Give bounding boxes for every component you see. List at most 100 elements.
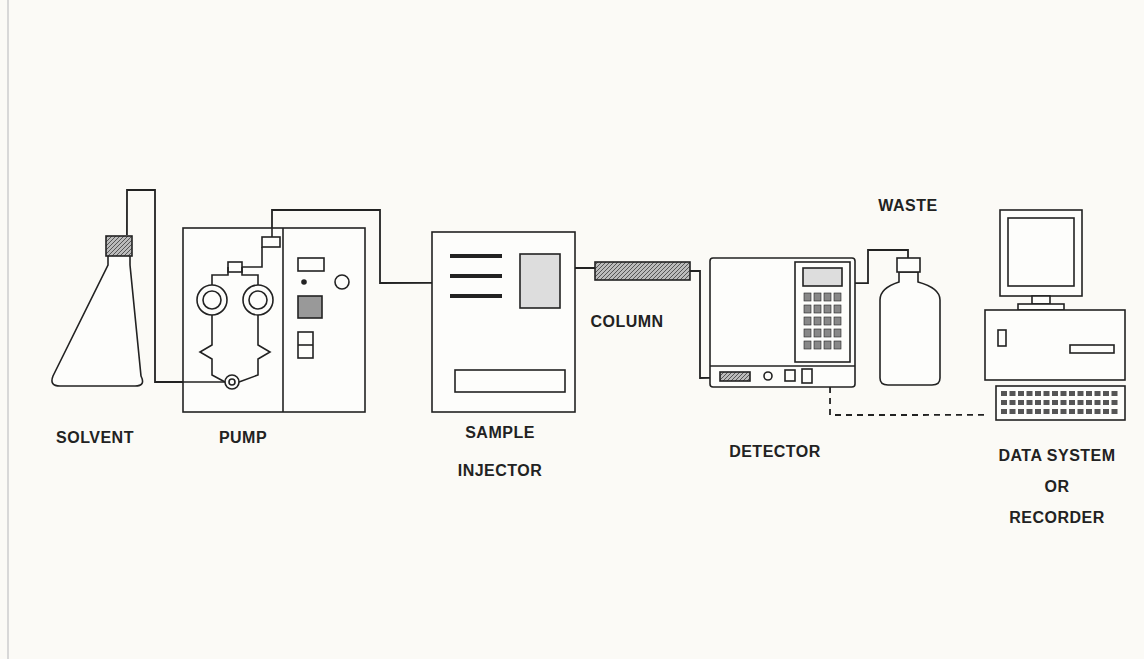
injector-tray: [455, 370, 565, 392]
flask-stopper: [106, 236, 132, 256]
keyboard-key: [1095, 409, 1101, 414]
monitor: [1000, 210, 1082, 296]
solvent-tubing: [272, 210, 432, 283]
keyboard-key: [1112, 391, 1118, 396]
waste-cap: [897, 258, 920, 272]
component-label: SOLVENT: [56, 428, 134, 448]
flask-body: [52, 237, 143, 386]
keypad-key: [834, 329, 841, 337]
pump-tubing: [212, 267, 258, 285]
detector-base-line: [710, 365, 855, 367]
detector-screen: [803, 268, 842, 286]
monitor-stand: [1032, 296, 1050, 304]
solvent-flask: SOLVENT: [50, 235, 145, 387]
pulse-damper: [262, 237, 280, 247]
waste-drawing: [880, 258, 940, 385]
detector-led: [764, 372, 772, 380]
component-label: WASTE: [878, 196, 937, 216]
solvent-tubing: [855, 250, 908, 283]
keyboard-key: [1010, 400, 1016, 405]
keyboard: [996, 386, 1125, 420]
keyboard-key: [1018, 391, 1024, 396]
solvent-tubing: [127, 190, 183, 382]
column: COLUMN: [595, 262, 690, 280]
keyboard-key: [1061, 391, 1067, 396]
pump-head-inner: [249, 291, 267, 309]
pump-head-inner: [203, 291, 221, 309]
keyboard-key: [1035, 409, 1041, 414]
inlet-valve-core: [229, 379, 235, 385]
pump-tubing: [200, 315, 270, 382]
page-edge: [7, 0, 9, 659]
keyboard-key: [1001, 391, 1007, 396]
keypad-key: [804, 317, 811, 325]
inlet-valve: [225, 375, 239, 389]
keyboard-key: [1044, 400, 1050, 405]
pump-head: [243, 285, 273, 315]
injector-case: [432, 232, 575, 412]
pump-inlet: [183, 381, 225, 383]
keypad-key: [814, 329, 821, 337]
injector-slot: [450, 294, 502, 298]
keypad-key: [814, 305, 821, 313]
keyboard-key: [1103, 391, 1109, 396]
waste-bottle: WASTE: [880, 258, 940, 385]
keypad-key: [834, 341, 841, 349]
keyboard-key: [1086, 400, 1092, 405]
keypad-key: [824, 317, 831, 325]
disk-slot: [1070, 345, 1114, 353]
keypad-key: [814, 293, 821, 301]
keypad-key: [804, 341, 811, 349]
keyboard-key: [1018, 400, 1024, 405]
pump-knob: [335, 275, 349, 289]
component-label: COLUMN: [590, 312, 663, 332]
pump-drawing: [183, 228, 365, 412]
keypad-key: [804, 293, 811, 301]
monitor-screen: [1008, 218, 1074, 286]
pump-switch: [298, 332, 313, 358]
column-tube: [595, 262, 690, 280]
solvent-tubing: [575, 267, 595, 269]
component-label: DATA SYSTEM OR RECORDER: [995, 440, 1120, 533]
solvent-tubing: [690, 271, 710, 378]
pump-unit: PUMP: [183, 228, 365, 412]
pump-switch-line: [298, 344, 313, 346]
component-label: PUMP: [219, 428, 267, 448]
detector-vent: [720, 372, 750, 381]
computer-drawing: [985, 210, 1125, 420]
detector-case: [710, 258, 855, 387]
keyboard-key: [1010, 391, 1016, 396]
detector-panel: [795, 262, 850, 362]
keyboard-key: [1018, 409, 1024, 414]
pump-divider: [282, 228, 284, 412]
keyboard-key: [1086, 409, 1092, 414]
keyboard-key: [1103, 409, 1109, 414]
keyboard-key: [1001, 400, 1007, 405]
keyboard-key: [1027, 409, 1033, 414]
pump-tubing: [271, 228, 273, 237]
keyboard-key: [1001, 409, 1007, 414]
pump-button: [298, 296, 322, 318]
keyboard-keys: [1001, 391, 1118, 414]
keypad-key: [834, 305, 841, 313]
keyboard-key: [1078, 400, 1084, 405]
keyboard-key: [1069, 409, 1075, 414]
keypad-key: [804, 305, 811, 313]
injector-drawing: [432, 232, 575, 412]
keypad-key: [814, 317, 821, 325]
signal-cable: [830, 387, 985, 415]
power-button: [998, 330, 1006, 346]
pump-head: [197, 285, 227, 315]
detector-button: [785, 370, 795, 381]
keyboard-key: [1052, 409, 1058, 414]
pump-display: [298, 258, 324, 271]
keyboard-key: [1035, 400, 1041, 405]
keypad-key: [824, 329, 831, 337]
monitor-foot: [1018, 304, 1064, 310]
keypad-key: [814, 341, 821, 349]
keyboard-key: [1061, 409, 1067, 414]
pump-tubing: [242, 247, 262, 267]
keypad-key: [834, 293, 841, 301]
computer-base: [985, 310, 1125, 380]
